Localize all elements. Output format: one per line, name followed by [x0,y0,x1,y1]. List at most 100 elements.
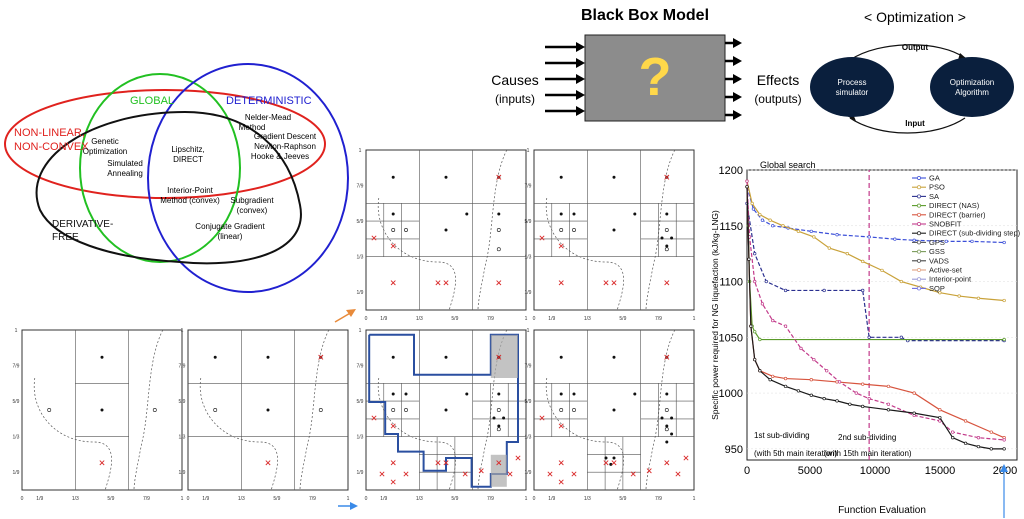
derivative-free-region [35,110,302,265]
infeasible-point [265,460,271,466]
genetic-label-2: Optimization [83,147,127,156]
x-tick-label: 5/9 [451,496,458,502]
series-marker [783,324,788,328]
legend-entry: PSO [929,183,945,192]
sample-point [612,175,616,179]
inputs-label: (inputs) [495,92,535,106]
sample-point [465,392,469,396]
infeasible-point [443,280,449,286]
open-point [496,228,501,232]
y-axis-label: Specific power required for NG liquefact… [710,210,720,420]
global-label: GLOBAL [130,95,174,107]
sample-point [633,212,637,216]
infeasible-point [390,423,396,429]
y-tick-label: 1 [359,148,362,154]
x-tick-label: 1/3 [416,496,423,502]
series-marker [951,436,955,440]
x-tick-label: 0 [533,316,536,322]
nelder-label-2: Method [239,123,266,132]
x-tick-label: 1/3 [416,316,423,322]
series-marker [1002,337,1006,342]
x-tick-label: 5/9 [619,496,626,502]
open-point [559,408,564,412]
series-marker [753,279,757,284]
y-tick-label: 5/9 [357,219,364,225]
infeasible-point [664,460,670,466]
series-marker [758,212,762,217]
x-tick-label: 1/9 [380,496,387,502]
x-tick-label: 1/3 [238,496,245,502]
sample-point [497,392,501,396]
infeasible-point [435,280,441,286]
series-marker [760,218,765,222]
series-marker [747,257,751,261]
sample-point [444,175,448,179]
open-point [391,408,396,412]
infeasible-point [683,455,689,461]
sample-point [665,212,669,216]
infeasible-point [558,479,564,485]
effects-label: Effects [757,72,800,88]
y-tick-label: 1000 [719,388,743,400]
infeasible-point [664,280,670,286]
series-marker [783,288,788,293]
sample-point [612,355,616,359]
chart-ticks: 9501000105011001150120005000100001500020… [719,165,1018,477]
series-marker [880,268,884,273]
sample-point [670,432,674,436]
series-marker [886,408,891,412]
derivative-free-label-2: FREE [52,232,79,243]
feasible-boundary [199,377,278,491]
infeasible-point [558,280,564,286]
sample-point [670,236,674,240]
global-circle [79,73,241,263]
series-marker [944,239,948,244]
series-marker [758,337,762,342]
sample-point [612,408,616,412]
legend-entry: GSS [929,247,945,256]
series-marker [758,369,762,373]
legend-marker [917,249,921,254]
y-tick-label: 7/9 [179,364,186,370]
y-tick-label: 1/3 [357,435,364,441]
infeasible-point [558,460,564,466]
y-tick-label: 5/9 [525,399,532,405]
y-tick-label: 1100 [719,277,743,289]
y-tick-label: 1/3 [13,435,20,441]
infeasible-point [478,468,484,474]
series-marker [768,218,772,222]
series-marker [938,415,942,420]
derivative-free-label-1: DERIVATIVE- [52,219,113,230]
x-tick-label: 1 [525,316,528,322]
infeasible-point [371,415,377,421]
series-marker [753,252,757,256]
causes-label: Causes [491,72,538,88]
y-tick-label: 1/9 [357,290,364,296]
x-tick-label: 1/9 [548,316,555,322]
y-tick-label: 7/9 [525,364,532,370]
series-marker [867,235,871,239]
sample-point [213,355,217,359]
legend-entry: GPS [929,238,945,247]
optimization-loop: < Optimization > Output Input Process si… [810,9,1014,134]
algorithm-label-2: Algorithm [955,88,989,97]
shaded-cell [490,334,518,378]
legend-marker [917,231,921,236]
black-box-model: Black Box Model ? Causes (inputs) Effect… [491,7,802,122]
series-marker [912,238,916,242]
open-point [496,427,501,432]
sample-point [100,408,104,412]
feasible-boundary [377,197,456,311]
y-tick-label: 1/9 [13,470,20,476]
process-label-2: simulator [836,88,869,97]
series-marker [951,430,955,434]
series-marker [760,302,765,306]
x-tick-label: 7/9 [655,496,662,502]
deterministic-circle [147,63,349,293]
series-marker [799,346,803,351]
series-marker [753,330,757,334]
sample-point [609,462,613,466]
